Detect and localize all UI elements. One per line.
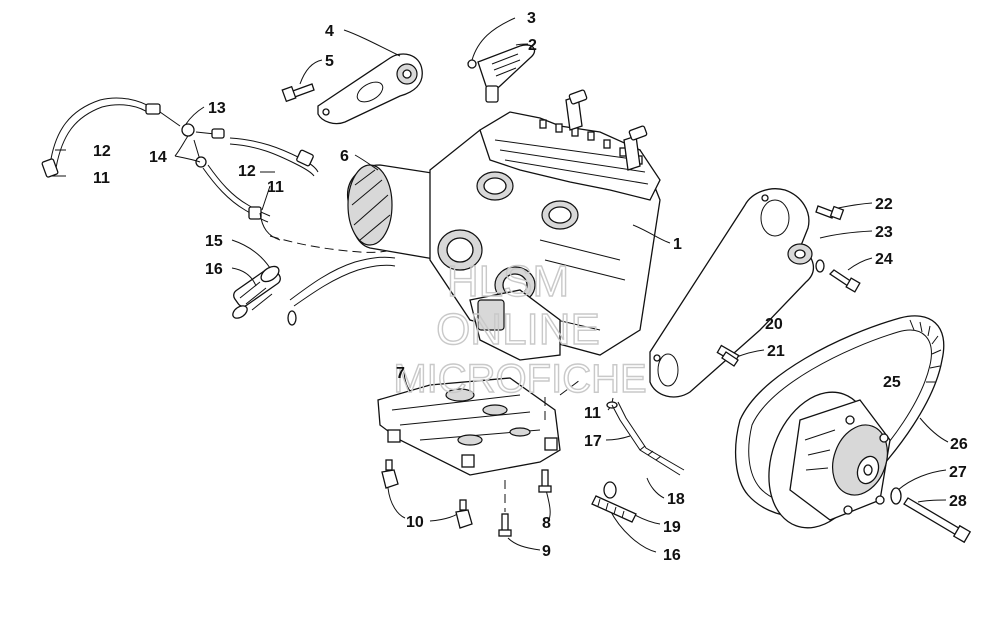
callout-5: 5	[325, 53, 334, 70]
leader-lines	[51, 17, 949, 553]
bolt-9	[498, 513, 512, 537]
watermark-line-2: ONLINE	[436, 305, 600, 354]
bolt-8	[538, 469, 552, 493]
bolt-28	[903, 497, 972, 544]
callout-28: 28	[949, 493, 967, 510]
callout-14: 14	[149, 149, 167, 166]
callout-18: 18	[667, 491, 685, 508]
engine-mount-7	[377, 377, 561, 476]
callout-8: 8	[542, 515, 551, 532]
callout-1: 1	[673, 236, 682, 253]
callout-11-fitting: 11	[584, 405, 601, 422]
bracket-4	[317, 53, 423, 125]
callout-12-hose-left: 12	[93, 143, 111, 160]
callout-7: 7	[396, 365, 405, 382]
callout-26: 26	[950, 436, 968, 453]
callout-3: 3	[527, 10, 536, 27]
callout-11-hose-left: 11	[93, 170, 110, 187]
bolt-5	[281, 83, 315, 103]
callout-20: 20	[765, 316, 783, 333]
callout-15: 15	[205, 233, 223, 250]
clamp-and-hose-15-16	[232, 256, 396, 326]
washer-23	[815, 259, 825, 273]
callout-10: 10	[406, 514, 424, 531]
watermark: HLSM ONLINE MICROFICHE	[393, 256, 648, 401]
callout-12-hose-mid: 12	[238, 163, 256, 180]
callout-16-right: 16	[663, 547, 681, 564]
callout-2: 2	[528, 37, 537, 54]
callout-17: 17	[584, 433, 602, 450]
callout-24: 24	[875, 251, 893, 268]
nut-10	[381, 459, 473, 529]
fitting-19	[591, 481, 637, 523]
callout-6: 6	[340, 148, 349, 165]
bolt-22	[815, 205, 845, 221]
washer-27	[890, 487, 902, 505]
watermark-line-1: HLSM	[447, 257, 569, 306]
callout-23: 23	[875, 224, 893, 241]
engine-1	[347, 89, 661, 361]
callout-22: 22	[875, 196, 893, 213]
callout-25: 25	[883, 374, 901, 391]
bolt-21	[716, 344, 740, 367]
mounting-plate-20	[649, 188, 814, 398]
callout-4: 4	[325, 23, 334, 40]
callout-27: 27	[949, 464, 967, 481]
hose-assembly	[41, 97, 319, 241]
callout-13: 13	[208, 100, 226, 117]
callout-21: 21	[767, 343, 785, 360]
callout-9: 9	[542, 543, 551, 560]
callout-19: 19	[663, 519, 681, 536]
callout-labels: 1 2 3 4 5 6 7 8 9 10 11 11 11 12 12 13 1…	[93, 10, 968, 564]
callout-16-left: 16	[205, 261, 223, 278]
recoil-handle-2	[467, 44, 536, 103]
spark-plugs	[565, 89, 648, 171]
watermark-line-3: MICROFICHE	[393, 357, 646, 401]
mount-alignment-lines	[504, 379, 581, 512]
callout-11-hose-mid: 11	[267, 179, 284, 196]
bolt-24	[828, 269, 861, 293]
fitting-17-18	[606, 401, 685, 476]
head-bolts	[539, 119, 643, 165]
drive-clutch-25	[768, 391, 891, 529]
